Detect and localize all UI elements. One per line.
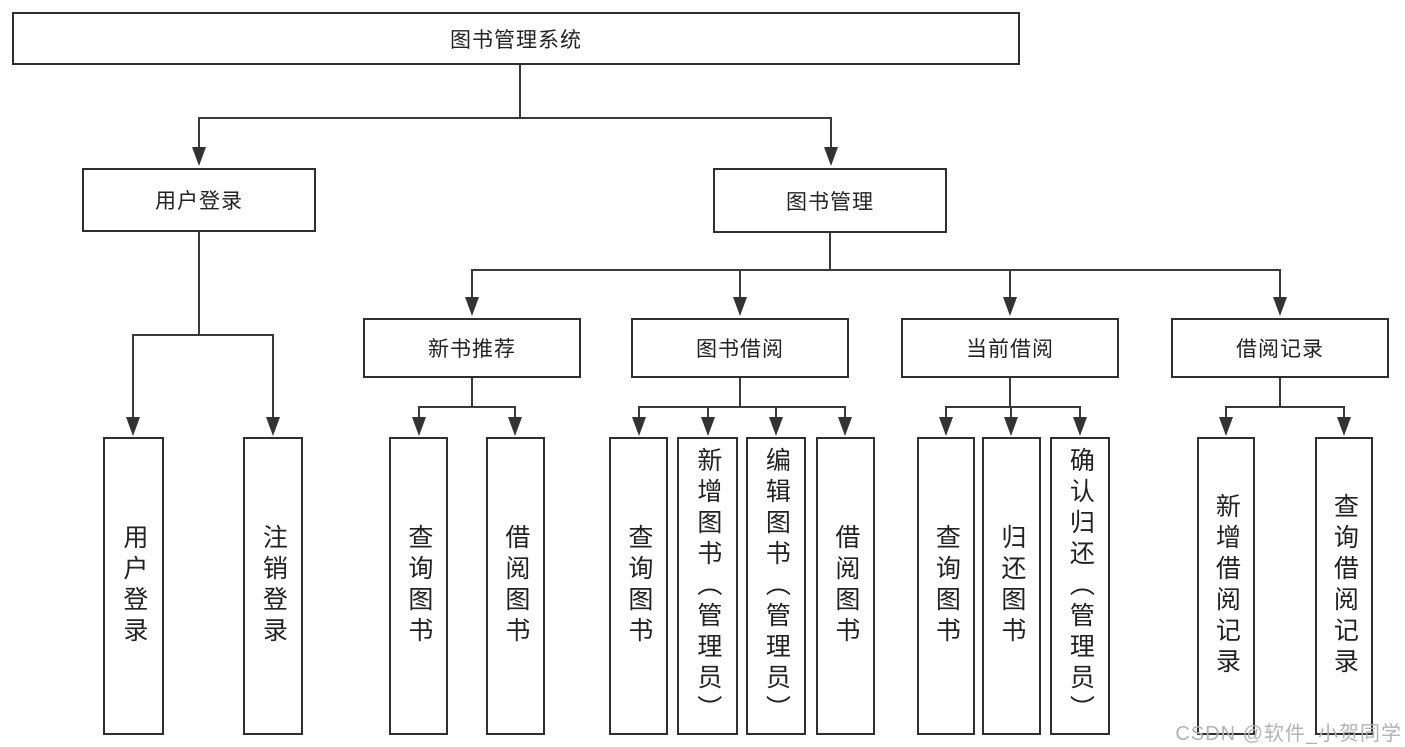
connector-records-stem (1279, 378, 1281, 407)
connector-branch-cb-return (1010, 406, 1012, 419)
arrow-records (1273, 297, 1287, 316)
connector-records-hbar (1225, 406, 1345, 408)
connector-branch-records (1279, 269, 1281, 298)
node-book-management: 图书管理 (713, 168, 947, 233)
node-book-borrowing: 图书借阅 (631, 318, 849, 378)
connector-branch-bb-edit (775, 406, 777, 419)
leaf-logout-label: 注销登录 (259, 524, 288, 648)
leaf-borrowing-add-admin-label: 新增图书（管理员） (693, 446, 722, 726)
connector-branch-book-mgmt (830, 117, 832, 148)
leaf-borrowing-borrow-label: 借阅图书 (831, 524, 860, 648)
arrow-cb-confirm (1073, 417, 1087, 436)
arrow-nb-query (412, 417, 426, 436)
connector-branch-current (1009, 269, 1011, 298)
connector-user-login-stem (198, 232, 200, 335)
connector-branch-leaf-logout (272, 334, 274, 418)
node-root: 图书管理系统 (12, 12, 1020, 65)
connector-branch-rec-add (1225, 406, 1227, 419)
node-current-borrowing-label: 当前借阅 (966, 338, 1054, 361)
node-new-book-recommend-label: 新书推荐 (428, 338, 516, 361)
node-new-book-recommend: 新书推荐 (363, 318, 581, 378)
arrow-current (1003, 297, 1017, 316)
arrow-cb-return (1004, 417, 1018, 436)
leaf-user-login-label: 用户登录 (119, 524, 148, 648)
arrow-bb-query (632, 417, 646, 436)
arrow-bb-edit (769, 417, 783, 436)
leaf-current-confirm-admin-label: 确认归还（管理员） (1066, 446, 1095, 726)
arrow-new-books (465, 297, 479, 316)
connector-root-stem (519, 65, 521, 117)
leaf-records-query-label: 查询借阅记录 (1330, 493, 1359, 679)
arrow-cb-query (939, 417, 953, 436)
node-current-borrowing: 当前借阅 (901, 318, 1119, 378)
leaf-borrowing-borrow: 借阅图书 (816, 437, 875, 735)
watermark: CSDN @软件_小贺同学 (1175, 723, 1402, 745)
node-book-borrowing-label: 图书借阅 (696, 338, 784, 361)
node-user-login: 用户登录 (82, 168, 316, 232)
leaf-borrowing-add-admin: 新增图书（管理员） (677, 437, 738, 735)
leaf-current-return: 归还图书 (982, 437, 1041, 735)
connector-current-hbar (945, 406, 1081, 408)
connector-borrowing-hbar (638, 406, 846, 408)
connector-branch-cb-query (945, 406, 947, 419)
connector-borrowing-stem (739, 378, 741, 407)
leaf-current-query: 查询图书 (917, 437, 975, 735)
node-root-label: 图书管理系统 (450, 28, 582, 52)
arrow-leaf-login (126, 417, 140, 436)
leaf-current-query-label: 查询图书 (932, 524, 961, 648)
connector-branch-bb-borrow (844, 406, 846, 419)
connector-level3-hbar (471, 269, 1281, 271)
leaf-borrowing-query-label: 查询图书 (624, 524, 653, 648)
arrow-bb-add (701, 417, 715, 436)
leaf-newbooks-query: 查询图书 (389, 437, 448, 735)
arrow-borrowing (733, 297, 747, 316)
leaf-newbooks-borrow-label: 借阅图书 (501, 524, 530, 648)
leaf-records-add-label: 新增借阅记录 (1212, 493, 1241, 679)
leaf-logout: 注销登录 (243, 437, 303, 735)
leaf-borrowing-edit-admin: 编辑图书（管理员） (746, 437, 806, 735)
connector-branch-bb-add (707, 406, 709, 419)
connector-branch-user-login (198, 117, 200, 148)
connector-user-login-hbar (132, 334, 274, 336)
node-borrowing-records-label: 借阅记录 (1236, 338, 1324, 361)
leaf-newbooks-borrow: 借阅图书 (486, 437, 545, 735)
leaf-records-add: 新增借阅记录 (1197, 437, 1255, 735)
arrow-rec-add (1219, 417, 1233, 436)
arrow-rec-query (1337, 417, 1351, 436)
connector-branch-new-books (471, 269, 473, 298)
node-borrowing-records: 借阅记录 (1171, 318, 1389, 378)
arrow-nb-borrow (508, 417, 522, 436)
connector-new-books-hbar (418, 406, 516, 408)
leaf-newbooks-query-label: 查询图书 (404, 524, 433, 648)
leaf-borrowing-query: 查询图书 (609, 437, 668, 735)
arrow-bb-borrow (838, 417, 852, 436)
arrow-leaf-logout (266, 417, 280, 436)
leaf-borrowing-edit-admin-label: 编辑图书（管理员） (762, 446, 791, 726)
connector-branch-borrowing (739, 269, 741, 298)
connector-branch-rec-query (1343, 406, 1345, 419)
node-user-login-label: 用户登录 (155, 190, 243, 213)
leaf-current-return-label: 归还图书 (997, 524, 1026, 648)
connector-book-mgmt-stem (829, 233, 831, 270)
leaf-current-confirm-admin: 确认归还（管理员） (1050, 437, 1110, 735)
connector-branch-leaf-login (132, 334, 134, 418)
leaf-user-login: 用户登录 (103, 437, 164, 735)
connector-current-stem (1009, 378, 1011, 407)
connector-root-hbar (198, 117, 831, 119)
node-book-management-label: 图书管理 (786, 190, 874, 214)
leaf-records-query: 查询借阅记录 (1315, 437, 1373, 735)
connector-branch-cb-confirm (1079, 406, 1081, 419)
arrow-book-mgmt (824, 147, 838, 166)
connector-branch-nb-borrow (514, 406, 516, 419)
arrow-user-login (192, 147, 206, 166)
connector-new-books-stem (471, 378, 473, 407)
connector-branch-bb-query (638, 406, 640, 419)
connector-branch-nb-query (418, 406, 420, 419)
